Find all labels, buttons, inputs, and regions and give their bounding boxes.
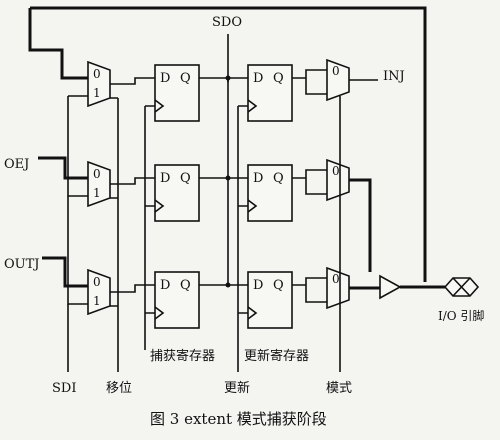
capture-ff-3-q: Q <box>180 278 191 293</box>
update-ff-2-q: Q <box>273 171 284 186</box>
update-ff-2 <box>247 164 293 222</box>
update-ff-3-q: Q <box>273 278 284 293</box>
mux-3-right <box>326 266 350 310</box>
update-ff-3-clock <box>247 306 258 320</box>
label-shift: 移位 <box>106 381 132 396</box>
outj-wire <box>42 256 88 288</box>
update-ff-1 <box>247 64 293 122</box>
mux-2-left-zero: 0 <box>93 167 101 181</box>
capture-ff-3-clock <box>154 306 165 320</box>
update-ff-3 <box>247 271 293 329</box>
label-sdo: SDO <box>212 15 242 30</box>
update-ff-1-q: Q <box>273 71 284 86</box>
mux-3-right-zero: 0 <box>332 272 340 286</box>
io-pin-cross <box>452 277 471 297</box>
update-ff-1-clock <box>247 99 258 113</box>
row2-wires <box>67 78 327 197</box>
mux-3-left-one: 1 <box>93 294 101 308</box>
update-ff-3-d: D <box>253 278 263 293</box>
oej-wire <box>38 156 88 180</box>
output-buffer <box>379 274 402 300</box>
capture-ff-1-q: Q <box>180 71 191 86</box>
label-capture-register: 捕获寄存器 <box>150 348 215 364</box>
capture-ff-2-q: Q <box>180 171 191 186</box>
mux-1-left-one: 1 <box>93 86 101 100</box>
update-clock-line <box>237 105 248 372</box>
row3-wires <box>67 178 327 305</box>
mux-1-right <box>326 58 350 102</box>
mux-2-right <box>326 158 350 202</box>
label-update-register: 更新寄存器 <box>244 348 309 364</box>
top-feedback-wire <box>30 6 427 282</box>
row3-junction <box>225 282 231 288</box>
label-io-pin: I/O 引脚 <box>438 308 484 323</box>
oej-to-buffer <box>349 178 372 272</box>
mux-2-right-zero: 0 <box>332 164 340 178</box>
capture-ff-2-d: D <box>160 171 170 186</box>
capture-ff-3 <box>154 271 200 329</box>
capture-ff-1 <box>154 64 200 122</box>
shift-line <box>110 97 119 372</box>
label-outj: OUTJ <box>4 257 40 272</box>
update-ff-2-clock <box>247 199 258 213</box>
update-ff-1-d: D <box>253 71 263 86</box>
capture-ff-1-clock <box>154 99 165 113</box>
label-inj: INJ <box>383 69 405 84</box>
update-ff-2-d: D <box>253 171 263 186</box>
mux-1-right-zero: 0 <box>332 64 340 78</box>
label-mode: 模式 <box>326 381 352 396</box>
capture-ff-2-clock <box>154 199 165 213</box>
mux-3-left-zero: 0 <box>93 275 101 289</box>
label-sdi: SDI <box>52 381 76 396</box>
capture-ff-2 <box>154 164 200 222</box>
mux-2-left-one: 1 <box>93 186 101 200</box>
figure-caption: 图 3 extent 模式捕获阶段 <box>150 410 327 428</box>
label-oej: OEJ <box>4 157 29 172</box>
label-update: 更新 <box>224 380 250 396</box>
capture-clock-line <box>144 105 155 350</box>
capture-ff-1-d: D <box>160 71 170 86</box>
capture-ff-3-d: D <box>160 278 170 293</box>
top-left-wire <box>28 8 88 80</box>
mux-1-left-zero: 0 <box>93 67 101 81</box>
